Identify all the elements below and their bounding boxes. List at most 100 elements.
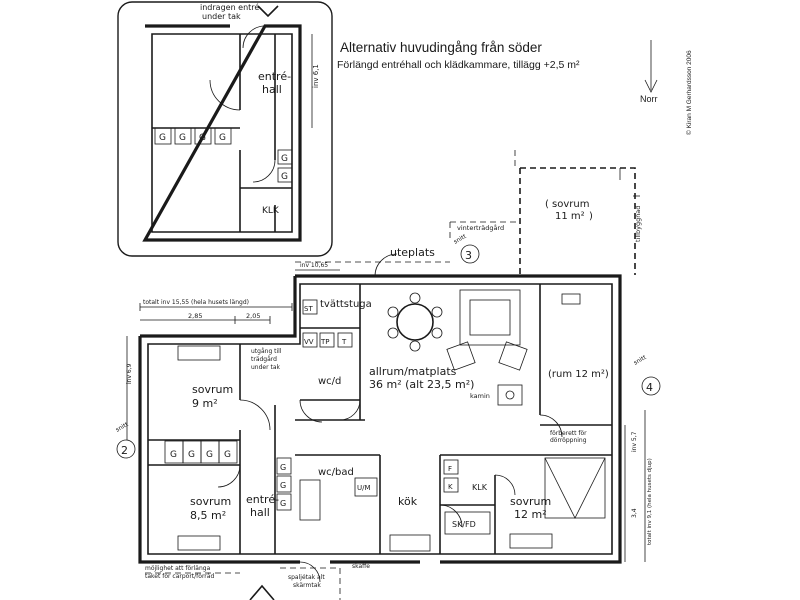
svg-text:indragen entré: indragen entré	[200, 2, 259, 12]
svg-text:totalt inv 15,55 (hela husets: totalt inv 15,55 (hela husets längd)	[143, 299, 249, 306]
north-arrow: Norr	[640, 40, 658, 104]
room-sovrum-bottom-left: sovrum 8,5 m²	[177, 495, 231, 551]
svg-text:G: G	[281, 154, 288, 164]
svg-text:K: K	[448, 483, 453, 491]
door-swings	[217, 253, 563, 583]
svg-text:U/M: U/M	[357, 484, 371, 492]
svg-text:taket för carport/förråd: taket för carport/förråd	[145, 573, 214, 580]
svg-text:12 m²: 12 m²	[514, 508, 547, 521]
svg-text:inv 6,9: inv 6,9	[126, 363, 133, 384]
svg-text:kök: kök	[398, 495, 418, 508]
room-uteplats: uteplats	[390, 246, 435, 259]
svg-text:dörröppning: dörröppning	[550, 437, 587, 444]
room-tvattstuga: ST tvättstuga	[302, 299, 372, 315]
room-rum: (rum 12 m²)	[548, 293, 609, 380]
room-wcbad: wc/bad	[299, 467, 354, 521]
svg-text:G: G	[224, 450, 231, 460]
svg-text:tvättstuga: tvättstuga	[320, 299, 372, 310]
room-kok: kök U/M	[354, 477, 431, 552]
annotation-spaljetak: spaljétak alt skärmtak	[280, 567, 341, 600]
svg-text:2,05: 2,05	[246, 312, 260, 320]
room-wcd: VV TP T wc/d	[302, 332, 353, 387]
svg-text:entré-: entré-	[246, 493, 279, 506]
room-sovrum-left: sovrum 9 m²	[177, 345, 233, 410]
section-4: 4 snitt	[633, 354, 661, 396]
wardrobes-hall: G G G	[276, 457, 292, 511]
svg-text:G: G	[199, 133, 206, 143]
svg-text:snitt: snitt	[633, 354, 649, 367]
svg-text:wc/d: wc/d	[318, 376, 341, 387]
svg-text:8,5 m²: 8,5 m²	[190, 509, 226, 522]
room-klk: F K KLK SK/FD	[443, 459, 491, 535]
svg-text:under tak: under tak	[202, 12, 241, 21]
svg-text:11 m²: 11 m²	[555, 211, 585, 222]
svg-text:utgång till: utgång till	[251, 348, 282, 355]
svg-text:snitt: snitt	[115, 421, 131, 434]
svg-text:G: G	[188, 450, 195, 460]
svg-text:totalt inv 9,1 (hela husets dj: totalt inv 9,1 (hela husets djup)	[647, 458, 653, 545]
svg-text:3: 3	[465, 249, 472, 262]
svg-text:36 m² (alt 23,5 m²): 36 m² (alt 23,5 m²)	[369, 378, 474, 391]
room-sovrum-right: sovrum 12 m²	[509, 457, 606, 549]
svg-text:snitt: snitt	[453, 233, 469, 246]
svg-text:G: G	[170, 450, 177, 460]
main-house-walls	[138, 274, 622, 564]
svg-text:wc/bad: wc/bad	[318, 467, 354, 478]
svg-text:tillbyggnad: tillbyggnad	[634, 206, 642, 242]
svg-text:sovrum: sovrum	[192, 383, 233, 396]
inset-wardrobes: G G G G G G	[154, 127, 293, 183]
svg-text:9 m²: 9 m²	[192, 397, 218, 410]
svg-text:VV: VV	[304, 338, 314, 346]
annotation-mojlighet: möjlighet att förlänga taket för carport…	[145, 565, 240, 580]
svg-text:under tak: under tak	[251, 364, 281, 371]
svg-text:G: G	[219, 133, 226, 143]
svg-text:TP: TP	[320, 338, 330, 346]
svg-text:förberett för: förberett för	[550, 430, 587, 437]
svg-text:Norr: Norr	[640, 94, 658, 104]
section-3: 3 snitt	[453, 233, 480, 264]
svg-text:möjlighet att förlänga: möjlighet att förlänga	[145, 565, 211, 572]
svg-text:spaljétak alt: spaljétak alt	[288, 574, 325, 581]
svg-text:): )	[589, 211, 593, 222]
inset-panel: G G G G G G indragen entré under tak ent…	[117, 1, 333, 257]
annotation-skaffe: skaffe	[352, 563, 370, 570]
svg-text:skärmtak: skärmtak	[293, 582, 321, 589]
svg-text:ST: ST	[304, 305, 313, 313]
room-entrehall: entré- hall	[246, 493, 279, 519]
svg-text:kamin: kamin	[470, 392, 490, 400]
wardrobes-left: G G G G	[164, 440, 238, 464]
svg-text:inv 6,1: inv 6,1	[312, 64, 320, 88]
svg-text:G: G	[280, 463, 286, 472]
svg-text:2: 2	[121, 444, 128, 457]
main-entrance-marker	[249, 584, 275, 600]
svg-text:KLK: KLK	[472, 483, 488, 492]
svg-text:4: 4	[646, 381, 653, 394]
svg-text:entré-: entré-	[258, 70, 291, 83]
section-2: 2 snitt	[115, 421, 136, 459]
page-subtitle: Förlängd entréhall och klädkammare, till…	[337, 59, 580, 71]
dimensions: totalt inv 15,55 (hela husets längd) 2,8…	[126, 262, 653, 562]
svg-text:sovrum: sovrum	[510, 495, 551, 508]
svg-text:inv 10,65: inv 10,65	[300, 262, 328, 269]
svg-text:G: G	[206, 450, 213, 460]
svg-text:KLK: KLK	[262, 206, 280, 216]
svg-text:3,4: 3,4	[631, 508, 638, 518]
svg-text:vinterträdgård: vinterträdgård	[457, 223, 504, 232]
svg-text:G: G	[280, 481, 286, 490]
svg-text:G: G	[179, 133, 186, 143]
annotation-forberett: förberett för dörröppning	[550, 430, 587, 444]
svg-text:G: G	[281, 172, 288, 182]
annotation-utgang: utgång till trädgård under tak	[251, 348, 282, 371]
room-allrum: allrum/matplats 36 m² (alt 23,5 m²) kami…	[369, 289, 528, 406]
svg-text:hall: hall	[250, 506, 270, 519]
svg-text:trädgård: trädgård	[251, 356, 277, 363]
svg-text:sovrum: sovrum	[190, 495, 231, 508]
svg-text:F: F	[448, 465, 452, 473]
svg-text:SK/FD: SK/FD	[452, 520, 476, 529]
svg-text:hall: hall	[262, 83, 282, 96]
svg-text:(: (	[545, 199, 549, 210]
svg-text:sovrum: sovrum	[552, 199, 589, 210]
svg-text:allrum/matplats: allrum/matplats	[369, 365, 457, 378]
page-title: Alternativ huvudingång från söder	[340, 40, 542, 55]
